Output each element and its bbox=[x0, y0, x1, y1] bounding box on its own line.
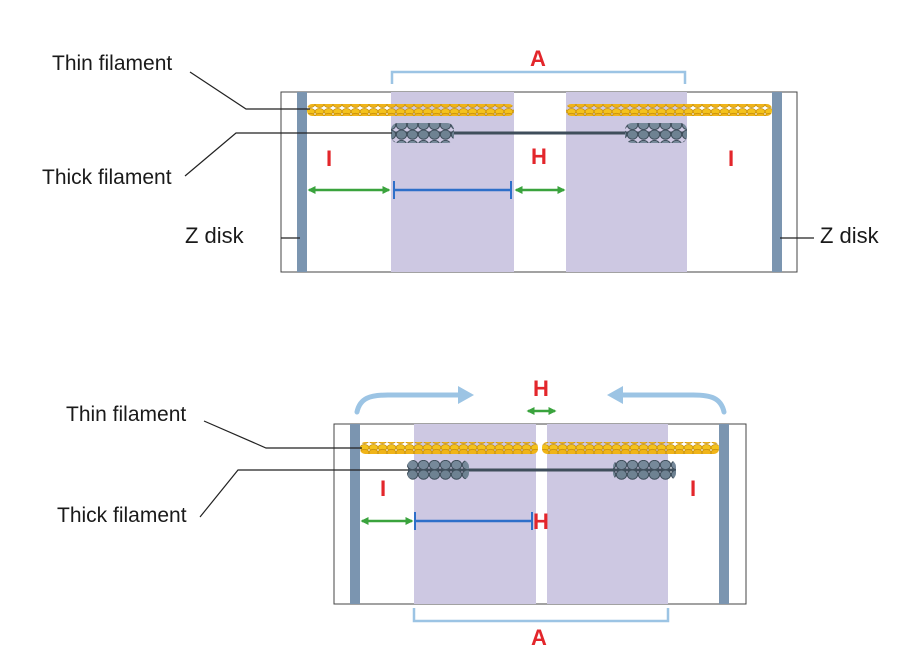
relaxed-thin-filament-leader bbox=[189, 71, 310, 110]
contracted-left-curved-arrow bbox=[354, 386, 474, 415]
relaxed-a-band-shade-left bbox=[391, 92, 514, 272]
contracted-thick-filament-head-right bbox=[613, 460, 676, 480]
contracted-z-disk-right bbox=[719, 424, 729, 604]
relaxed-half-a-bar bbox=[393, 181, 512, 199]
relaxed-thick-filament-label: Thick filament bbox=[42, 166, 172, 189]
contracted-i-label-left: I bbox=[380, 476, 386, 501]
contracted-thick-filament-leader bbox=[199, 469, 408, 518]
relaxed-sarcomere-frame bbox=[280, 91, 798, 273]
relaxed-a-bracket bbox=[390, 70, 687, 84]
relaxed-z-disk-left-label: Z disk bbox=[185, 223, 245, 248]
relaxed-thin-filament-left bbox=[307, 104, 514, 116]
relaxed-thin-filament-label: Thin filament bbox=[52, 52, 172, 75]
contracted-thin-filament-right bbox=[542, 442, 719, 454]
contracted-thin-filament-leader bbox=[203, 420, 362, 449]
contracted-thick-filament-head-left bbox=[407, 460, 469, 480]
relaxed-a-label: A bbox=[530, 46, 546, 71]
relaxed-h-label: H bbox=[531, 144, 547, 169]
relaxed-z-disk-left bbox=[297, 92, 307, 272]
relaxed-thick-filament-head-right bbox=[625, 123, 687, 143]
relaxed-thin-filament-right bbox=[566, 104, 772, 116]
contracted-h-top-label: H bbox=[533, 376, 549, 401]
contracted-i-label-right: I bbox=[690, 476, 696, 501]
relaxed-i-label-right: I bbox=[728, 146, 734, 171]
contracted-a-bracket bbox=[412, 608, 670, 623]
contracted-sarcomere: H I I H A Thin filament Thick filament bbox=[57, 376, 747, 650]
relaxed-thick-filament-head-left bbox=[391, 123, 454, 143]
relaxed-z-disk-right-label: Z disk bbox=[820, 223, 880, 248]
relaxed-i-label-left: I bbox=[326, 146, 332, 171]
contracted-thick-filament-label: Thick filament bbox=[57, 504, 187, 527]
relaxed-a-band-shade-right bbox=[566, 92, 687, 272]
contracted-h-mid-label: H bbox=[533, 509, 549, 534]
relaxed-z-disk-right bbox=[772, 92, 782, 272]
contracted-half-a-bar bbox=[414, 512, 533, 530]
contracted-right-curved-arrow bbox=[607, 386, 727, 415]
contracted-a-label: A bbox=[531, 625, 547, 650]
contracted-thin-filament-left bbox=[360, 442, 538, 454]
contracted-z-disk-left bbox=[350, 424, 360, 604]
contracted-thin-filament-label: Thin filament bbox=[66, 403, 186, 426]
relaxed-sarcomere: A I H I Thin filament Thick filament Z d… bbox=[42, 46, 880, 273]
relaxed-thick-filament-leader bbox=[184, 132, 392, 177]
